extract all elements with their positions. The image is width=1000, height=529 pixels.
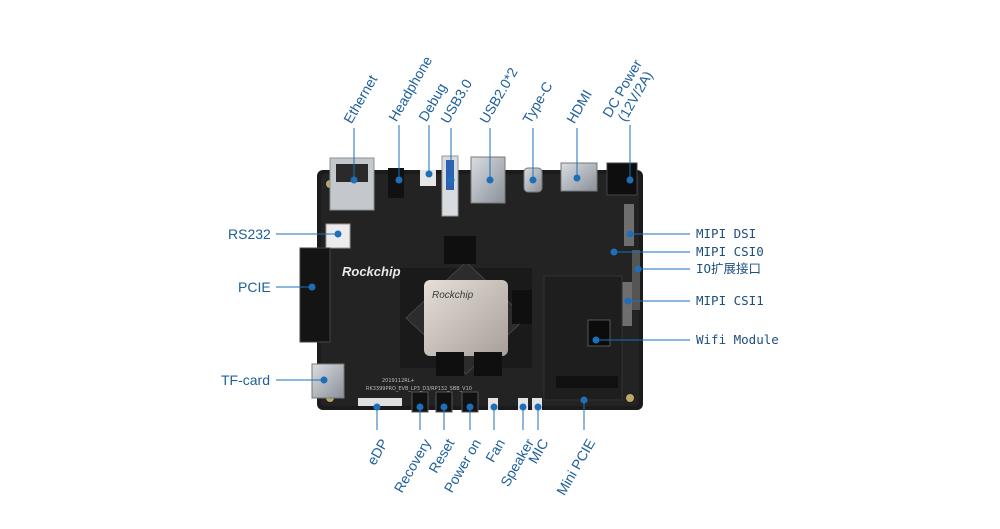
- mipi-dsi-connector: [624, 204, 634, 246]
- pcie-slot: [299, 247, 331, 343]
- chip-logo-text: Rockchip: [432, 290, 474, 301]
- label-rs232: RS232: [228, 226, 271, 242]
- vendor-logo-text: Rockchip: [342, 264, 401, 279]
- io-expansion-header: [632, 250, 640, 310]
- wifi-module: [587, 319, 611, 347]
- right-leader-lines: [592, 230, 690, 344]
- edp-connector: [358, 398, 402, 406]
- soc-chip: [424, 280, 508, 356]
- label-pcie: PCIE: [238, 279, 271, 295]
- ram-chip: [444, 236, 476, 264]
- bottom-leader-lines: [373, 396, 588, 430]
- label-tf-card: TF-card: [221, 372, 270, 388]
- top-leader-lines: [350, 125, 634, 184]
- label-mipi-csi0: MIPI CSI0: [696, 244, 764, 259]
- left-leader-lines: [276, 230, 342, 384]
- label-wifi-module: Wifi Module: [696, 332, 779, 347]
- label-mipi-csi1: MIPI CSI1: [696, 293, 764, 308]
- model-text: RK3399PRO_EVB_LP3_D3/RP132_SBB_V10: [366, 386, 472, 392]
- tf-card-slot: [311, 363, 345, 399]
- label-mipi-dsi: MIPI DSI: [696, 226, 757, 241]
- headphone-jack: [388, 168, 404, 198]
- label-io-expansion: IO扩展接口: [696, 261, 762, 276]
- silkscreen-text: 2019112RL+: [382, 378, 415, 384]
